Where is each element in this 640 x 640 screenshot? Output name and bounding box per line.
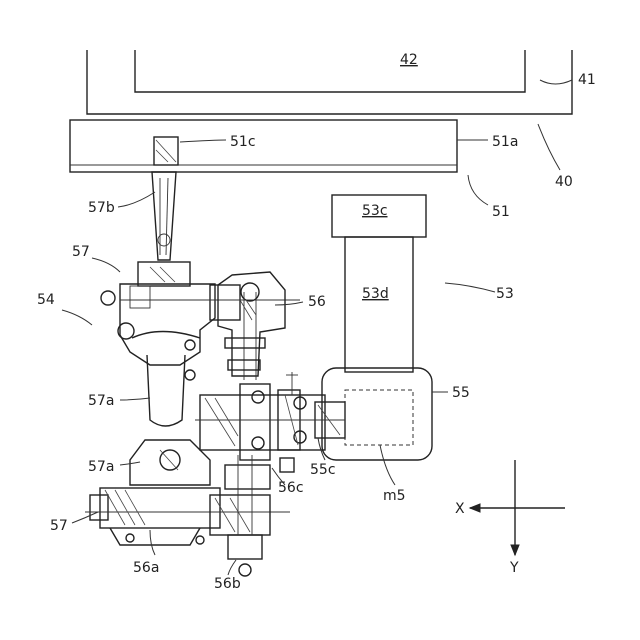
beam-51a [70, 120, 457, 172]
label-53c: 53c [362, 203, 388, 219]
label-41: 41 [578, 72, 596, 88]
labels: 42 41 40 51c 51a 51 57b 53c 53d 53 57 54… [37, 52, 596, 592]
label-56: 56 [308, 294, 326, 310]
label-56a: 56a [133, 560, 159, 576]
label-42: 42 [400, 52, 418, 68]
label-57a-upper: 57a [88, 393, 114, 409]
label-51a: 51a [492, 134, 518, 150]
label-57a-lower: 57a [88, 459, 114, 475]
axis-indicator [470, 460, 565, 555]
frame-41 [87, 50, 572, 114]
label-57-top: 57 [72, 244, 90, 260]
label-51c: 51c [230, 134, 256, 150]
label-51: 51 [492, 204, 510, 220]
label-55c: 55c [310, 462, 336, 478]
column-53 [332, 195, 426, 372]
label-55: 55 [452, 385, 470, 401]
leader-lines [62, 80, 572, 575]
arm-57b [152, 137, 178, 260]
motor-55 [322, 368, 432, 460]
label-53d: 53d [362, 286, 389, 302]
label-40: 40 [555, 174, 573, 190]
axis-x-label: X [455, 501, 465, 517]
gearbox-56 [218, 272, 285, 380]
label-57b: 57b [88, 200, 115, 216]
label-56c: 56c [278, 480, 304, 496]
label-56b: 56b [214, 576, 241, 592]
label-53: 53 [496, 286, 514, 302]
label-57-bottom: 57 [50, 518, 68, 534]
axis-y-label: Y [509, 560, 519, 576]
label-m5: m5 [383, 488, 406, 504]
label-54: 54 [37, 292, 55, 308]
